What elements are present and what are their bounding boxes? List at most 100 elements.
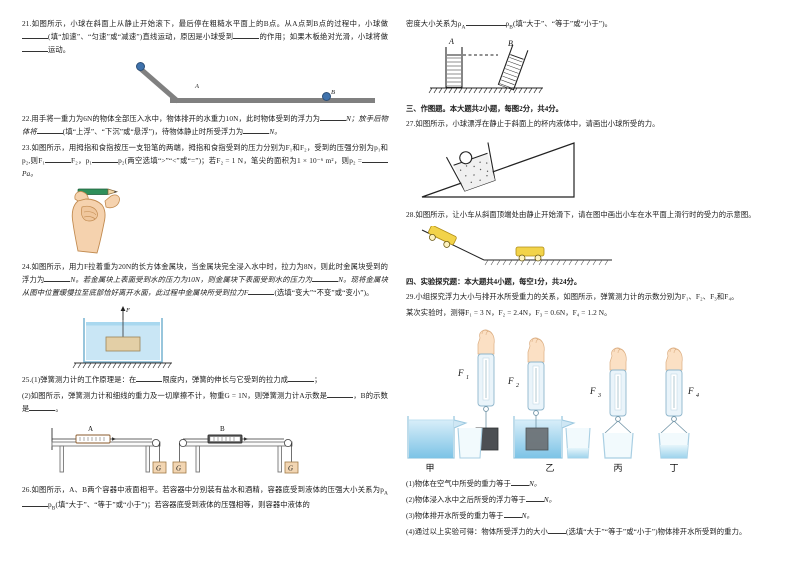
- q29-sub1-unit: N。: [528, 478, 542, 488]
- answer-blank[interactable]: [288, 374, 315, 382]
- q24-unit-1: N。若金属块上表面受到水的压力为10N，则金属块下表面受到水的压力为: [70, 274, 313, 284]
- q26-text-3: (填“大于”、“等于”或“小于”)；若容器底受到液体的压强相等，则容器中液体的: [55, 499, 310, 509]
- q23-number: 23.: [22, 142, 32, 152]
- curled-fingers: [81, 205, 98, 222]
- q26-sub-a: A: [384, 490, 388, 497]
- force-label-F2: F: [507, 376, 514, 386]
- cart-wheel-h2: [534, 254, 542, 262]
- scale-hook-1: [483, 406, 489, 412]
- beaker-water-4: [660, 444, 688, 458]
- question-29-sub-4: (4)通过以上实验可得：物体所受浮力的大小 (选填“大于”“等于”或“小于”)物体…: [406, 526, 772, 539]
- answer-blank[interactable]: [136, 374, 163, 382]
- q22-number: 22.: [22, 113, 32, 123]
- answer-blank[interactable]: [22, 31, 48, 39]
- q29-sub2-unit: N。: [543, 494, 557, 504]
- answer-blank[interactable]: [22, 499, 48, 507]
- q22-unit-2: N。: [269, 126, 282, 136]
- scale-hook-2: [533, 410, 539, 416]
- pulley-a: [151, 438, 161, 447]
- empty-beaker-3: [602, 432, 634, 459]
- answer-blank[interactable]: [243, 126, 270, 134]
- q29-sub4-text-b: (选填“大于”“等于”或“小于”)物体排开水所受到的重力。: [565, 526, 747, 536]
- finger-crease-2: [83, 216, 96, 220]
- answer-blank[interactable]: [320, 113, 347, 121]
- q23-text-2: F₂，p₁: [71, 155, 93, 165]
- weight-a: [152, 461, 167, 474]
- overflow-spout-2: [561, 419, 576, 429]
- hand-icon-1: [477, 329, 495, 355]
- q27-number: 27.: [406, 119, 416, 129]
- finger-crease-1: [83, 211, 97, 216]
- force-label-F3-sub: 3: [597, 393, 601, 399]
- pulley-b-left: [178, 438, 188, 447]
- answer-blank[interactable]: [510, 478, 529, 486]
- panel-yi: F 2 乙: [507, 337, 591, 474]
- q26c-sub-b: B: [509, 24, 513, 31]
- spring-scale-a: [75, 434, 111, 444]
- answer-blank[interactable]: [327, 390, 354, 398]
- hanger-right-3: [617, 420, 632, 434]
- question-21: 21.如图所示，小球在斜面上从静止开始滚下，最后停在粗糙水平面上的B点。从A点到…: [22, 18, 388, 57]
- q25-number: 25.: [22, 374, 32, 384]
- q25-text-1: (1)弹簧测力计的工作原理是：在: [31, 374, 137, 384]
- figure-buoyancy-experiment: F 1 甲: [406, 324, 772, 474]
- figure-spring-scales-tables: A G G: [22, 420, 388, 480]
- answer-blank[interactable]: [22, 44, 48, 52]
- q26c-text-2: ρ: [505, 19, 510, 28]
- answer-blank[interactable]: [547, 526, 566, 534]
- q24-text-2: (选填“变大”“不变”或“变小”)。: [274, 287, 374, 297]
- pencil-lead: [114, 190, 117, 193]
- caption-bing: 丙: [613, 463, 622, 474]
- label-scale-a: A: [88, 425, 93, 433]
- weight-label-b-left: G: [176, 464, 181, 472]
- answer-blank[interactable]: [44, 274, 71, 282]
- figure-two-tubes: A B: [406, 37, 772, 99]
- force-label-F1: F: [457, 368, 464, 378]
- table-leg-a1: [59, 445, 64, 473]
- scale-hook-3: [615, 416, 621, 422]
- q25-text-6: 。: [55, 403, 63, 413]
- answer-blank[interactable]: [45, 155, 72, 163]
- answer-blank[interactable]: [29, 403, 56, 411]
- pencil-tip: [107, 188, 119, 195]
- answer-blank[interactable]: [248, 287, 275, 295]
- cart-body-incline: [428, 226, 457, 245]
- force-label-F4-sub: 4: [696, 392, 699, 399]
- q25-text-3: ；: [314, 374, 322, 384]
- caption-yi: 乙: [545, 463, 554, 474]
- hanger-right-4: [673, 420, 688, 434]
- hanger-left-3: [604, 420, 619, 434]
- cup-wall: [445, 142, 496, 192]
- ball-at-point-b: [322, 91, 331, 101]
- q29-sub4-text-a: (4)通过以上实验可得：物体所受浮力的大小: [406, 526, 548, 536]
- question-28: 28.如图所示，让小车从斜面顶端处由静止开始滑下，请在图中画出小车在水平面上滑行…: [406, 209, 772, 222]
- q21-text-4: 运动。: [48, 44, 71, 54]
- answer-blank[interactable]: [465, 18, 506, 26]
- answer-blank[interactable]: [92, 155, 119, 163]
- answer-blank[interactable]: [362, 155, 389, 163]
- q29-sub3-unit: N。: [521, 510, 534, 520]
- answer-blank[interactable]: [312, 274, 339, 282]
- answer-blank[interactable]: [233, 31, 260, 39]
- metal-block: [105, 336, 141, 352]
- spring-scale-b-window: [209, 436, 241, 442]
- scale-b-ticks: [213, 436, 235, 441]
- answer-blank[interactable]: [503, 510, 522, 518]
- cup-group: [445, 142, 496, 192]
- force-label-F1-sub: 1: [466, 375, 469, 381]
- panel-ding: F 4 丁: [658, 347, 699, 474]
- beaker-wall: [83, 317, 163, 363]
- incline-triangle: [421, 142, 575, 198]
- figure-incline-cart: [406, 226, 772, 272]
- catch-beaker-water-2: [567, 447, 589, 458]
- q22-unit-1: N；放手后物体将: [22, 113, 388, 136]
- force-label-F: F: [125, 307, 131, 314]
- q24-number: 24.: [22, 261, 32, 271]
- answer-blank[interactable]: [36, 126, 63, 134]
- answer-blank[interactable]: [525, 494, 544, 502]
- submerged-block-2: [525, 427, 549, 451]
- cart-body-horizontal: [515, 246, 545, 257]
